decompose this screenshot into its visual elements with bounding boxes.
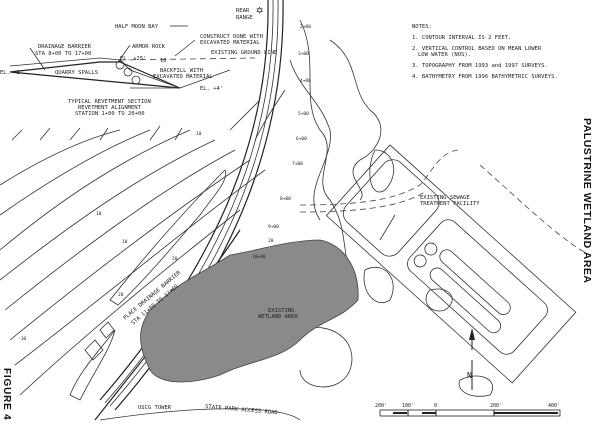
contour-label: 20 bbox=[172, 256, 178, 262]
station-label: 10+00 bbox=[252, 254, 266, 260]
section-caption-3: STATION 1+00 TO 20+00 bbox=[75, 111, 145, 117]
note-3: 3. TOPOGRAPHY FROM 1993 and 1997 SURVEYS… bbox=[412, 63, 548, 69]
contour-label: 20 bbox=[268, 238, 274, 244]
station-label: 3+00 bbox=[298, 51, 309, 57]
contour-label: 10 bbox=[96, 211, 102, 217]
revetment-section bbox=[9, 39, 256, 89]
section-backfill-2: EXCAVATED MATERIAL bbox=[153, 74, 213, 80]
section-drainage-barrier: DRAINAGE BARRIER bbox=[38, 44, 92, 50]
dune-area bbox=[69, 169, 227, 401]
north-label: N bbox=[467, 371, 472, 380]
map-rear-range: REAR bbox=[236, 8, 250, 14]
bathymetry-contours bbox=[0, 89, 286, 396]
scale-label: 200' bbox=[490, 403, 502, 409]
section-existing-ground: EXISTING GROUND LINE bbox=[211, 50, 277, 56]
existing-wetland-area bbox=[140, 239, 359, 383]
scale-label: 0 bbox=[434, 403, 437, 409]
contour-label: -10 bbox=[18, 336, 26, 342]
sewage-label: EXISTING SEWAGE bbox=[420, 195, 470, 201]
map-rear-range-2: RANGE bbox=[236, 15, 253, 21]
section-contour-10: 10 bbox=[160, 58, 167, 64]
section-construct-dune: CONSTRUCT DUNE WITH bbox=[200, 34, 263, 40]
rear-range-star-icon: ✡ bbox=[256, 3, 263, 17]
contour-label: 20 bbox=[118, 292, 124, 298]
note-1: 1. CONTOUR INTERVAL IS 2 FEET. bbox=[412, 35, 511, 41]
section-caption-1: TYPICAL REVETMENT SECTION bbox=[68, 99, 151, 105]
section-caption-2: REVETMENT ALIGNMENT bbox=[78, 105, 142, 111]
station-label: 8+00 bbox=[280, 196, 291, 202]
access-road-dashed bbox=[299, 149, 461, 206]
notes-heading: NOTES: bbox=[412, 24, 432, 30]
road-label: STATE PARK ACCESS ROAD bbox=[205, 404, 278, 416]
note-2: 2. VERTICAL CONTROL BASED ON MEAN LOWER bbox=[412, 46, 542, 52]
figure-title: FIGURE 4 bbox=[1, 368, 12, 421]
uscg-tower-label: USCG TOWER bbox=[138, 405, 172, 411]
section-drainage-sta: STA 8+00 TO 17+00 bbox=[35, 51, 91, 57]
station-label: 4+00 bbox=[300, 78, 311, 84]
contour-label: 10 bbox=[196, 131, 202, 137]
scale-bar bbox=[379, 409, 561, 417]
section-armor-rock: ARMOR ROCK bbox=[132, 44, 166, 50]
station-label: 7+00 bbox=[292, 161, 303, 167]
scale-label: 200' bbox=[375, 403, 387, 409]
north-arrow-icon bbox=[469, 328, 475, 390]
station-label: 9+00 bbox=[268, 224, 279, 230]
state-park-access-road bbox=[99, 408, 301, 421]
note-2-cont: LOW WATER (NOS). bbox=[418, 52, 471, 58]
station-label: 6+00 bbox=[296, 136, 307, 142]
station-label: 5+00 bbox=[298, 111, 309, 117]
section-backfill: BACKFILL WITH bbox=[160, 68, 203, 74]
sewage-treatment-facility bbox=[325, 144, 577, 384]
contour-label: 10 bbox=[122, 239, 128, 245]
wetland-label: EXISTING bbox=[268, 308, 295, 314]
scale-label: 400' bbox=[548, 403, 560, 409]
section-bay-label: HALF MOON BAY bbox=[115, 24, 159, 30]
station-label: 2+00 bbox=[300, 24, 311, 30]
note-4: 4. BATHYMETRY FROM 1996 BATHYMETRIC SURV… bbox=[412, 74, 558, 80]
palustrine-title: PALUSTRINE WETLAND AREA bbox=[581, 118, 593, 284]
section-quarry-spalls: QUARRY SPALLS bbox=[55, 70, 98, 76]
section-el-left: EL. +2' bbox=[0, 70, 23, 76]
section-el-4: EL. +4' bbox=[200, 86, 223, 92]
section-el-25: EL. +25' bbox=[120, 56, 147, 62]
section-construct-dune-2: EXCAVATED MATERIAL bbox=[200, 40, 260, 46]
wetland-label-2: WETLAND AREA bbox=[258, 314, 298, 320]
sewage-label-2: TREATMENT FACILITY bbox=[420, 201, 480, 207]
topo-contours bbox=[289, 19, 493, 397]
scale-label: 100' bbox=[402, 403, 414, 409]
